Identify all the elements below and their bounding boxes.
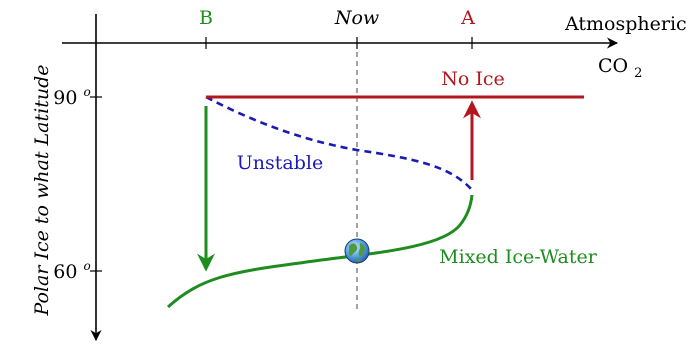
tick-label-90: 90 o (53, 85, 90, 109)
tick-label-b: B (199, 7, 213, 29)
x-axis-label-line1: Atmospheric (564, 13, 687, 35)
tick-label-60: 60 o (53, 259, 90, 283)
mixed-ice-water-branch (166, 194, 474, 309)
tick-label-90-degree: o (84, 85, 91, 99)
y-axis-label: Polar Ice to what Latitude (31, 65, 53, 317)
x-axis-label-co: CO (598, 55, 628, 77)
tick-label-90-value: 90 (53, 87, 77, 109)
x-axis-label-subscript: 2 (634, 66, 642, 81)
unstable-branch (205, 95, 473, 191)
earth-globe-icon (344, 238, 370, 264)
tick-label-60-degree: o (84, 259, 91, 273)
label-mixed-ice-water: Mixed Ice-Water (439, 246, 598, 268)
tick-label-60-value: 60 (53, 261, 77, 283)
tick-label-a: A (460, 7, 475, 29)
label-no-ice: No Ice (441, 68, 505, 90)
x-axis-label-line2: CO 2 (598, 55, 642, 81)
label-unstable: Unstable (237, 152, 323, 174)
tick-label-now: Now (334, 7, 379, 29)
